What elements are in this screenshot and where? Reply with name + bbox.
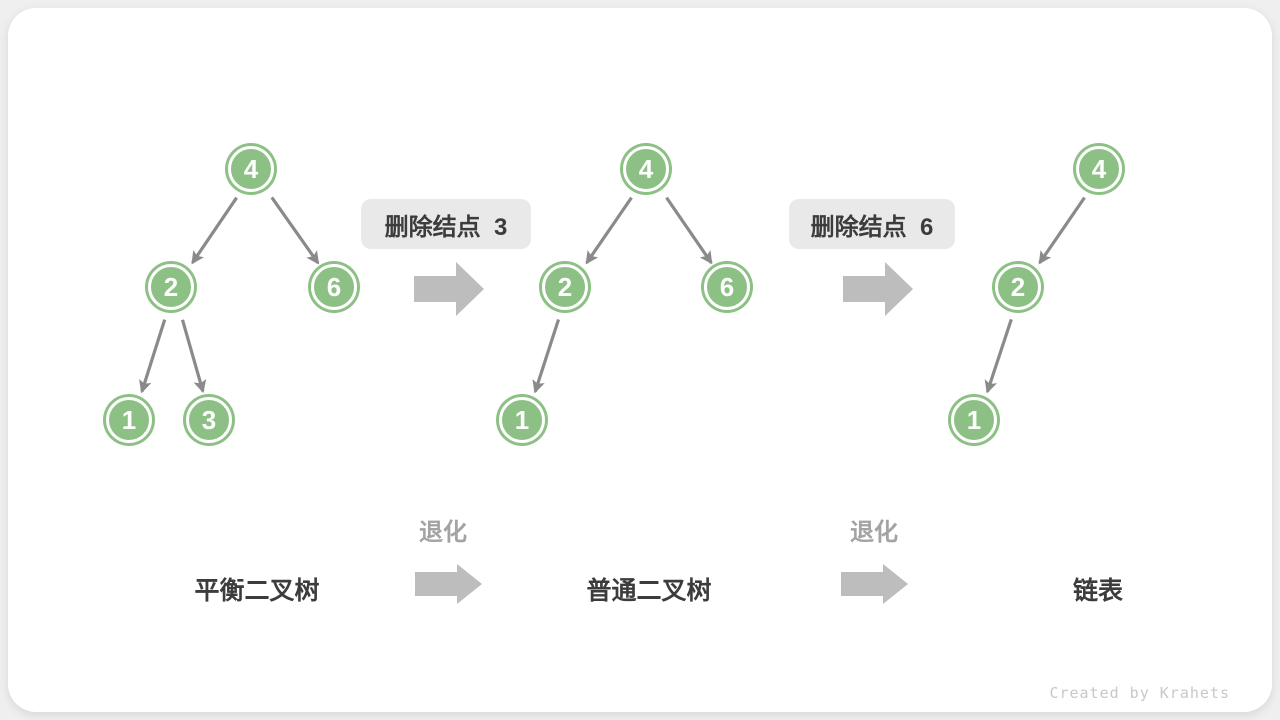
caption-balanced-binary-tree: 平衡二叉树 bbox=[194, 577, 320, 605]
tree2-node-4-value: 4 bbox=[623, 146, 669, 192]
tree1-node-2-value: 2 bbox=[148, 264, 194, 310]
tree3-node-1: 1 bbox=[948, 394, 1006, 452]
delete-node-6-badge: 删除结点 6 bbox=[789, 199, 955, 249]
tree2-node-1-value: 1 bbox=[499, 397, 545, 443]
tree3-node-4-value: 4 bbox=[1076, 146, 1122, 192]
tree3-edge-4-2 bbox=[1038, 196, 1086, 265]
degrade1-block-arrow-icon bbox=[415, 564, 482, 604]
caption-ordinary-binary-tree: 普通二叉树 bbox=[586, 577, 712, 605]
degrade-label-1: 退化 bbox=[419, 519, 467, 546]
tree1-edge-4-2 bbox=[191, 196, 238, 265]
tree1-edge-4-6 bbox=[270, 196, 320, 265]
tree1-node-4-value: 4 bbox=[228, 146, 274, 192]
delete-node-3-badge: 删除结点 3 bbox=[361, 199, 531, 249]
tree2-edge-4-2 bbox=[585, 196, 633, 265]
tree1-node-3: 3 bbox=[183, 394, 241, 452]
tree1-node-4: 4 bbox=[225, 143, 283, 201]
tree2-node-6: 6 bbox=[701, 261, 759, 319]
tree2-node-2-value: 2 bbox=[542, 264, 588, 310]
tree1-node-3-value: 3 bbox=[186, 397, 232, 443]
tree1-node-6: 6 bbox=[308, 261, 366, 319]
tree1-edge-2-3 bbox=[180, 319, 207, 394]
diagram-card: 4 2 6 1 3 4 2 6 1 4 2 1 删除结点 3 删除结点 6 退化… bbox=[8, 8, 1272, 712]
tree3-node-2-value: 2 bbox=[995, 264, 1041, 310]
tree3-node-2: 2 bbox=[992, 261, 1050, 319]
tree2-node-2: 2 bbox=[539, 261, 597, 319]
tree3-node-1-value: 1 bbox=[951, 397, 997, 443]
step2-block-arrow-icon bbox=[843, 262, 913, 316]
tree2-edge-2-1 bbox=[532, 319, 561, 394]
tree3-edge-2-1 bbox=[984, 318, 1013, 394]
tree1-node-1: 1 bbox=[103, 394, 161, 452]
tree2-node-1: 1 bbox=[496, 394, 554, 452]
degrade2-block-arrow-icon bbox=[841, 564, 908, 604]
tree1-edge-2-1 bbox=[139, 319, 167, 394]
tree1-node-6-value: 6 bbox=[311, 264, 357, 310]
degrade-label-2: 退化 bbox=[850, 519, 898, 546]
watermark-credit: Created by Krahets bbox=[1049, 684, 1230, 702]
tree2-node-6-value: 6 bbox=[704, 264, 750, 310]
tree2-edge-4-6 bbox=[665, 196, 713, 265]
tree1-node-1-value: 1 bbox=[106, 397, 152, 443]
caption-linked-list: 链表 bbox=[1072, 577, 1124, 605]
step1-block-arrow-icon bbox=[414, 262, 484, 316]
tree3-node-4: 4 bbox=[1073, 143, 1131, 201]
tree2-node-4: 4 bbox=[620, 143, 678, 201]
tree1-node-2: 2 bbox=[145, 261, 203, 319]
edges-layer bbox=[139, 196, 1086, 604]
